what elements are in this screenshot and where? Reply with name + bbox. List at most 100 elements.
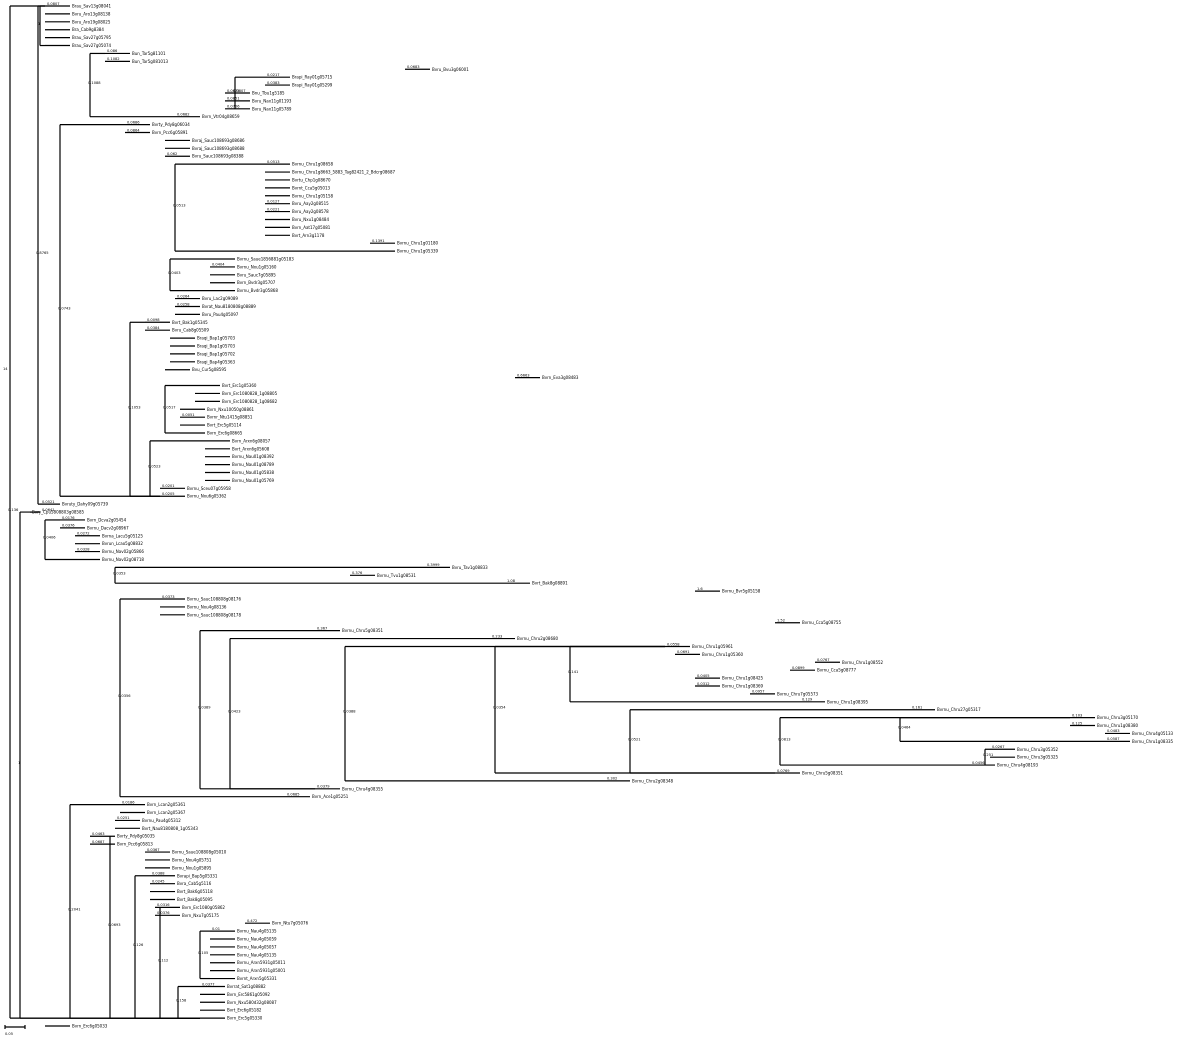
leaf-label: Bvru_Aro19g08025 xyxy=(72,19,111,24)
branch-length-label: 0.0864 xyxy=(127,128,140,132)
internal-node-label: 0.8765 xyxy=(36,251,49,255)
leaf-label: Bvry_Cpu5808803g08585 xyxy=(32,510,85,515)
internal-node-label: 0.136 xyxy=(8,508,19,512)
branch-length-label: 1.6 xyxy=(697,587,703,591)
branch-length-label: 0.367 xyxy=(317,626,327,630)
leaf-label: Bvrnu_Nav02g05866 xyxy=(102,549,144,554)
branch-length-label: 0.0405 xyxy=(697,674,710,678)
leaf-label: Bvrt_Nau8180808_1g05343 xyxy=(142,826,198,831)
branch-length-label: 0.0483 xyxy=(1107,729,1120,733)
branch-length-label: 0.0316 xyxy=(157,903,170,907)
leaf-label: Bvu_Cur5g08595 xyxy=(192,367,227,372)
leaf-label: Bvrn_Erc1080g05862 xyxy=(182,905,225,910)
leaf-label: Bvrnu_Saue1856881g05183 xyxy=(237,257,294,262)
leaf-label: Bvrt_Erc1g05360 xyxy=(222,383,257,388)
leaf-label: Bvrt_Arn3g1178 xyxy=(292,233,325,238)
internal-node-label: 0.1053 xyxy=(128,405,141,409)
branch-length-label: 0.0558 xyxy=(667,642,680,646)
branch-length-label: 0.0267 xyxy=(992,745,1005,749)
branch-length-label: 1.52 xyxy=(777,619,785,623)
internal-node-label: 0.0807 xyxy=(233,89,246,93)
branch-length-label: 0.0691 xyxy=(677,650,690,654)
leaf-label: Bvrnu_Chru1g05360 xyxy=(702,652,744,657)
leaf-label: Bvrt_Bak8g05095 xyxy=(177,897,213,902)
leaf-label: Bvrnu_Chru5g08351 xyxy=(802,770,844,775)
branch-length-label: 0.086 xyxy=(107,49,118,53)
leaf-label: Bvru_Sauc108693g08388 xyxy=(192,154,244,159)
branch-length-label: 0.0186 xyxy=(122,800,135,804)
root-label: 14 xyxy=(3,367,8,371)
internal-node-label: 0.112 xyxy=(158,959,168,963)
leaf-label: Bvrt_Arxn6g05608 xyxy=(232,446,270,451)
leaf-label: Bvrn_Eva3g08483 xyxy=(542,375,579,380)
branch-length-label: 0.0245 xyxy=(152,879,165,883)
leaf-label: Bvrn_Erc1080828_1g08805 xyxy=(222,391,278,396)
internal-node-label: 0.0423 xyxy=(228,710,241,714)
leaf-label: Bvrnu_Sauc108808g08176 xyxy=(187,597,241,602)
leaf-label: Bvrn_Ace1g05251 xyxy=(312,794,349,799)
leaf-label: Brau_Sav27g05795 xyxy=(72,35,112,40)
internal-node-label: 0.0693 xyxy=(108,923,121,927)
branch-length-label: 0.6663 xyxy=(517,373,530,377)
leaf-label: Bvrat_Nau8180808g08889 xyxy=(202,304,256,309)
leaf-label: Bvrty_Pdy8g06034 xyxy=(152,122,190,127)
internal-node-label: 0.0406 xyxy=(43,536,56,540)
branch-length-label: 0.0521 xyxy=(42,500,55,504)
leaf-label: Bvrnu_Chru7g05573 xyxy=(777,691,819,696)
branch-length-label: 0.0706 xyxy=(227,105,240,109)
leaf-label: Bvrnu_Saue108808g05010 xyxy=(172,850,227,855)
leaf-label: Bvraj_Sauc108693g08688 xyxy=(192,146,245,151)
leaf-label: Brau_Sav13g08041 xyxy=(72,4,112,9)
internal-node-label: 0.0389 xyxy=(198,706,211,710)
leaf-label: Bvrnu_Tvu1g08531 xyxy=(377,573,416,578)
branch-length-label: 0.0767 xyxy=(817,658,830,662)
leaf-label: Bvrnu_Bvr5g05158 xyxy=(722,589,761,594)
leaf-label: Bvrnt_Arxn5g05331 xyxy=(237,976,277,981)
leaf-label: Bvraj_Sauc108693g08686 xyxy=(192,138,245,143)
leaf-label: Brapi_Ray01g05299 xyxy=(292,83,333,88)
internal-node-label: 0.0521 xyxy=(628,737,641,741)
branch-length-label: 0.161 xyxy=(912,706,922,710)
branch-length-label: 0.0675 xyxy=(227,89,240,93)
branch-length-label: 0.3999 xyxy=(427,563,440,567)
leaf-label: Bvrn_Pcc6g05813 xyxy=(117,842,153,847)
leaf-label: Bvru_Sauc7g05895 xyxy=(237,272,276,277)
leaf-label: Bvrnu_Chru4g08355 xyxy=(342,786,384,791)
branch-length-label: 0.0682 xyxy=(177,112,190,116)
leaf-label: Bvrt_Bak1g05345 xyxy=(172,320,208,325)
branch-length-label: 0.0769 xyxy=(777,769,790,773)
branch-length-label: 0.302 xyxy=(607,777,617,781)
leaf-label: Bvrnu_Cca5g08777 xyxy=(817,668,856,673)
leaf-label: Bvrnu_Nxu6g05362 xyxy=(187,494,227,499)
branch-length-label: 0.0587 xyxy=(1107,737,1120,741)
leaf-label: Bvru_Pau4g05097 xyxy=(202,312,239,317)
internal-node-label: 0.1088 xyxy=(88,81,101,85)
leaf-label: Bvrna_Lacu5g05125 xyxy=(102,533,143,538)
branch-length-label: 0.1082 xyxy=(107,57,120,61)
branch-length-label: 0.0251 xyxy=(117,816,130,820)
branch-length-label: 0.0258 xyxy=(177,302,190,306)
leaf-label: Bvru_Nxu1g08484 xyxy=(292,217,329,222)
branch-length-label: 0.0899 xyxy=(792,666,805,670)
leaf-label: Bvrnu_Chru1g05158 xyxy=(292,193,334,198)
leaf-label: Bvrnu_Dacv2g08967 xyxy=(87,525,129,530)
internal-node-label: 0.0403 xyxy=(168,271,181,275)
leaf-label: Bvrnu_Chru1g08380 xyxy=(1097,723,1139,728)
branch-length-label: 0.0851 xyxy=(227,97,240,101)
internal-node-label: 0.158 xyxy=(176,998,187,1002)
scale-bar-label: 0.05 xyxy=(5,1032,13,1036)
leaf-label: Bvrn_Bvdr3g05707 xyxy=(237,280,276,285)
leaf-label: Bvrnr_Ntu1415g08851 xyxy=(207,415,253,420)
branch-length-label: 0.0463 xyxy=(92,832,105,836)
leaf-label: Bvrnu_Chru5g08351 xyxy=(342,628,384,633)
leaf-label: Bvrnu_Bvdr3g05868 xyxy=(237,288,278,293)
internal-node-label: 0.251 xyxy=(983,753,993,757)
branch-length-label: 0.0683 xyxy=(407,65,420,69)
branch-length-label: 0.0176 xyxy=(62,516,75,520)
leaf-label: Braqi_Bap4g05363 xyxy=(197,359,235,364)
branch-length-label: 0.0376 xyxy=(62,524,75,528)
internal-node-label: 0.2041 xyxy=(68,907,81,911)
leaf-label: Bvru_Lac2g09089 xyxy=(202,296,238,301)
branch-length-label: 0.376 xyxy=(352,571,363,575)
internal-node-label: 0.0813 xyxy=(778,737,791,741)
